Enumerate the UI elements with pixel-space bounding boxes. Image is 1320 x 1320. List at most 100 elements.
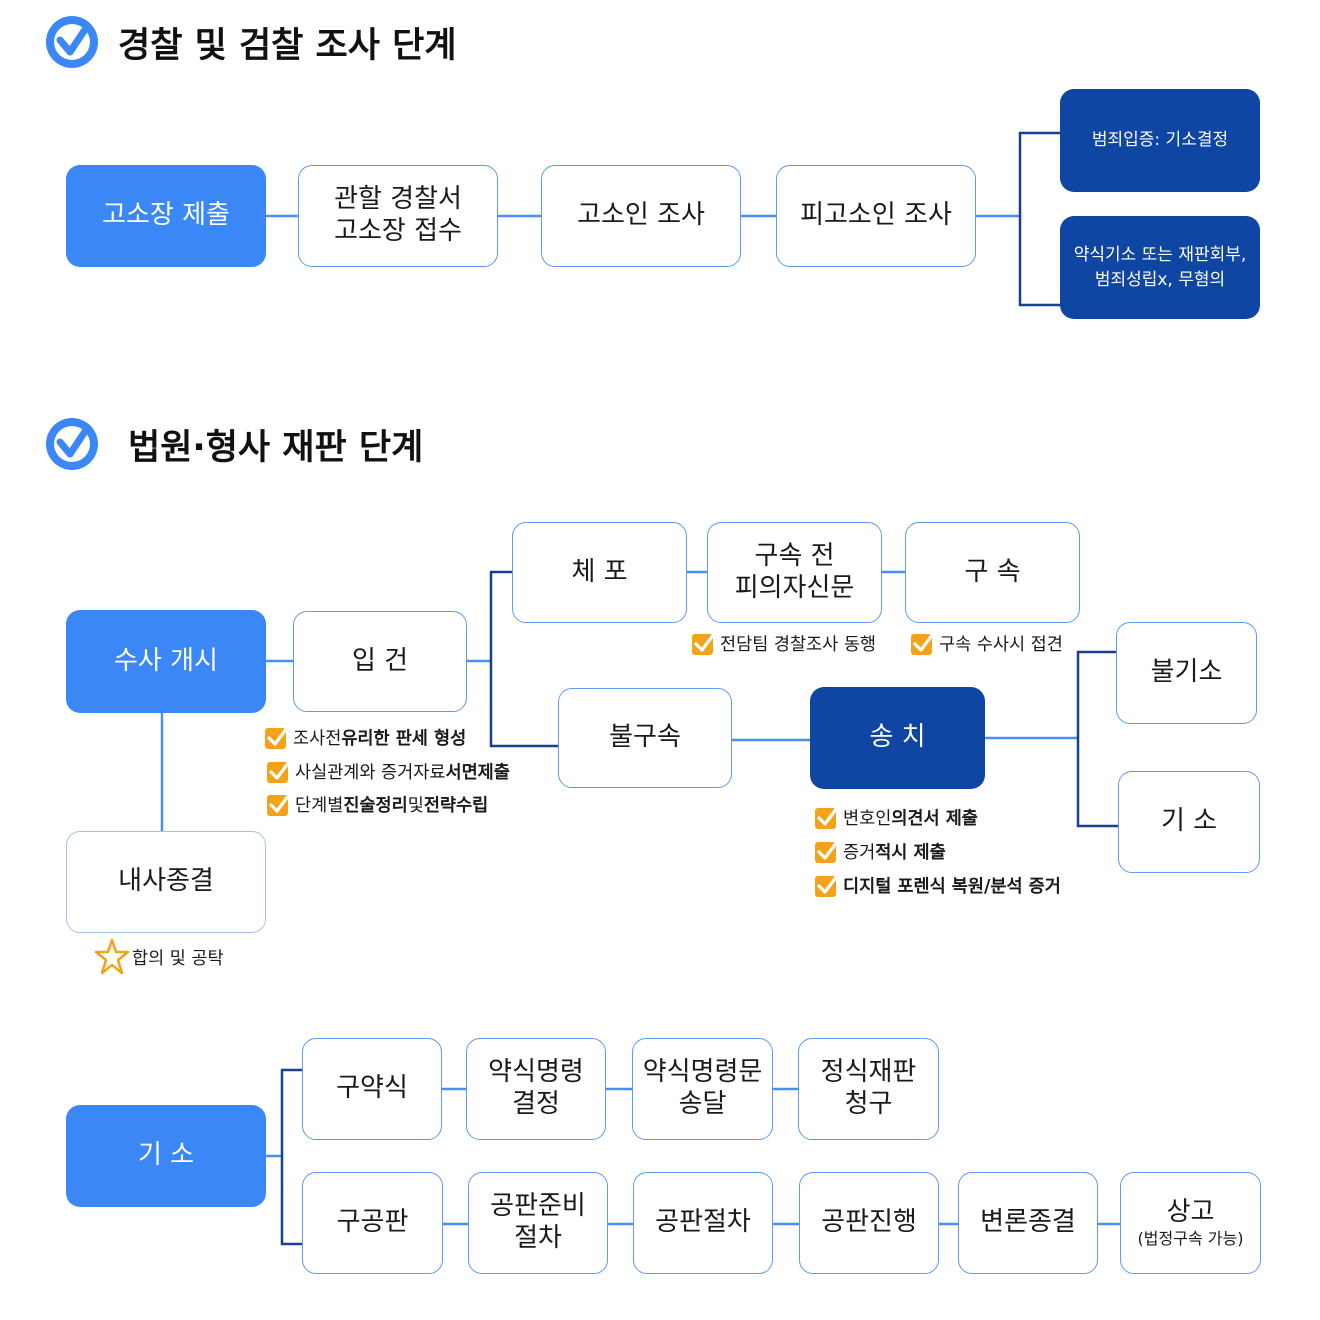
trial-preparation-line1: 공판준비: [490, 1191, 586, 1222]
referral-note-1: 변호인 의견서 제출: [814, 805, 978, 830]
filing-note-2: 사실관계와 증거자료 서면제출: [266, 759, 510, 784]
summary-order-box: 약식명령 결정: [466, 1038, 606, 1140]
closing-argument-label: 변론종결: [980, 1207, 1076, 1238]
orange-checkbox-icon: [815, 840, 839, 863]
complainant-investigation-label: 고소인 조사: [577, 200, 705, 231]
appeal-sub-label: (법정구속 가능): [1137, 1229, 1244, 1249]
referral-label: 송 치: [869, 722, 926, 753]
referral-box: 송 치: [810, 687, 985, 789]
orange-checkbox-icon: [265, 726, 289, 749]
summary-order-line1: 약식명령: [488, 1057, 584, 1088]
case-filing-label: 입 건: [351, 645, 409, 676]
formal-trial-request-line1: 정식재판: [820, 1057, 917, 1088]
referral-note-1-bold: 의견서 제출: [891, 809, 978, 829]
arrest-box: 체 포: [512, 522, 687, 623]
complaint-receipt-box: 관할 경찰서 고소장 접수: [298, 165, 498, 267]
detention-box: 구 속: [905, 522, 1080, 623]
filing-note-2-bold: 서면제출: [445, 763, 510, 783]
indictment-label: 기 소: [1160, 806, 1218, 837]
filing-note-1: 조사전 유리한 판세 형성: [264, 725, 466, 750]
indictment-start-box: 기 소: [66, 1105, 266, 1207]
formal-trial-request-box: 정식재판 청구: [798, 1038, 939, 1140]
detention-note-text: 구속 수사시 접견: [939, 635, 1063, 655]
summary-order-delivery-line2: 송달: [678, 1089, 727, 1119]
filing-note-3: 단계별 진술정리 및 전략수립: [266, 792, 488, 817]
orange-checkbox-icon: [815, 806, 839, 829]
detention-label: 구 속: [964, 556, 1021, 587]
referral-note-3-text: 디지털 포렌식 복원/분석 증거: [843, 877, 1061, 897]
filing-note-1-text: 조사전: [293, 729, 342, 749]
complaint-receipt-line1: 관할 경찰서: [334, 184, 462, 215]
section2-title: 법원·형사 재판 단계: [44, 416, 423, 472]
orange-checkbox-icon: [815, 874, 839, 897]
summary-request-label: 구약식: [336, 1073, 408, 1104]
orange-checkbox-icon: [267, 793, 291, 816]
referral-note-2: 증거 적시 제출: [814, 839, 946, 864]
crime-proven-box: 범죄입증: 기소결정: [1060, 89, 1260, 192]
filing-note-3-mid: 및: [407, 796, 424, 816]
trial-preparation-box: 공판준비 절차: [468, 1172, 608, 1274]
referral-note-3: 디지털 포렌식 복원/분석 증거: [814, 873, 1061, 898]
summary-or-dismiss-line2: 범죄성립x, 무혐의: [1094, 269, 1226, 290]
detention-note: 구속 수사시 접견: [910, 631, 1063, 656]
star-icon: [94, 938, 130, 975]
summary-order-line2: 결정: [512, 1089, 560, 1119]
investigation-start-label: 수사 개시: [114, 645, 218, 676]
orange-checkbox-icon: [692, 632, 716, 655]
accused-investigation-box: 피고소인 조사: [776, 165, 976, 267]
arrest-label: 체 포: [571, 556, 628, 587]
indictment-box: 기 소: [1118, 771, 1260, 873]
arrest-note-text: 전담팀 경찰조사 동행: [720, 635, 877, 655]
filing-note-3-bold1: 진술정리: [343, 796, 408, 816]
check-circle-icon: [46, 16, 98, 68]
complainant-investigation-box: 고소인 조사: [541, 165, 741, 267]
section1-title: 경찰 및 검찰 조사 단계: [44, 14, 457, 70]
internal-closure-note-text: 합의 및 공탁: [132, 948, 224, 969]
summary-order-delivery-box: 약식명령문 송달: [632, 1038, 773, 1140]
referral-note-2-text: 증거: [843, 843, 876, 863]
orange-checkbox-icon: [911, 632, 935, 655]
trial-progress-box: 공판진행: [799, 1172, 939, 1274]
pre-detention-line1: 구속 전: [754, 540, 835, 571]
trial-request-box: 구공판: [302, 1172, 443, 1274]
trial-progress-label: 공판진행: [821, 1207, 917, 1238]
filing-note-1-bold: 유리한 판세 형성: [341, 729, 467, 749]
pre-detention-hearing-box: 구속 전 피의자신문: [707, 522, 882, 623]
trial-procedure-label: 공판절차: [655, 1207, 751, 1238]
section1-title-text: 경찰 및 검찰 조사 단계: [118, 25, 457, 66]
section2-title-text: 법원·형사 재판 단계: [128, 427, 424, 468]
check-circle-icon: [46, 418, 98, 470]
no-detention-box: 불구속: [558, 688, 732, 788]
investigation-start-box: 수사 개시: [66, 610, 266, 713]
case-filing-box: 입 건: [293, 611, 467, 712]
crime-proven-label: 범죄입증: 기소결정: [1091, 130, 1229, 151]
indictment-start-label: 기 소: [137, 1140, 195, 1171]
appeal-box: 상고 (법정구속 가능): [1120, 1172, 1261, 1274]
non-indictment-label: 불기소: [1150, 657, 1223, 688]
filing-note-3-bold2: 전략수립: [423, 796, 489, 816]
complaint-submit-label: 고소장 제출: [102, 200, 230, 231]
internal-closure-box: 내사종결: [66, 831, 266, 933]
formal-trial-request-line2: 청구: [844, 1089, 893, 1119]
trial-procedure-box: 공판절차: [633, 1172, 773, 1274]
trial-request-label: 구공판: [336, 1207, 409, 1238]
summary-or-dismiss-line1: 약식기소 또는 재판회부,: [1073, 244, 1247, 265]
referral-note-2-bold: 적시 제출: [875, 843, 946, 863]
no-detention-label: 불구속: [609, 722, 681, 753]
complaint-receipt-line2: 고소장 접수: [334, 216, 462, 246]
trial-preparation-line2: 절차: [514, 1223, 562, 1253]
closing-argument-box: 변론종결: [958, 1172, 1098, 1274]
internal-closure-note: 합의 및 공탁: [94, 938, 224, 976]
summary-request-box: 구약식: [302, 1038, 442, 1140]
internal-closure-label: 내사종결: [118, 866, 214, 897]
arrest-note: 전담팀 경찰조사 동행: [691, 631, 876, 656]
summary-order-delivery-line1: 약식명령문: [642, 1057, 763, 1088]
pre-detention-line2: 피의자신문: [734, 572, 855, 603]
complaint-submit-box: 고소장 제출: [66, 165, 266, 267]
appeal-label: 상고: [1166, 1197, 1215, 1228]
referral-note-1-text: 변호인: [843, 809, 892, 829]
orange-checkbox-icon: [267, 760, 291, 783]
filing-note-3-text: 단계별: [295, 796, 344, 816]
summary-or-dismiss-box: 약식기소 또는 재판회부, 범죄성립x, 무혐의: [1060, 216, 1260, 319]
